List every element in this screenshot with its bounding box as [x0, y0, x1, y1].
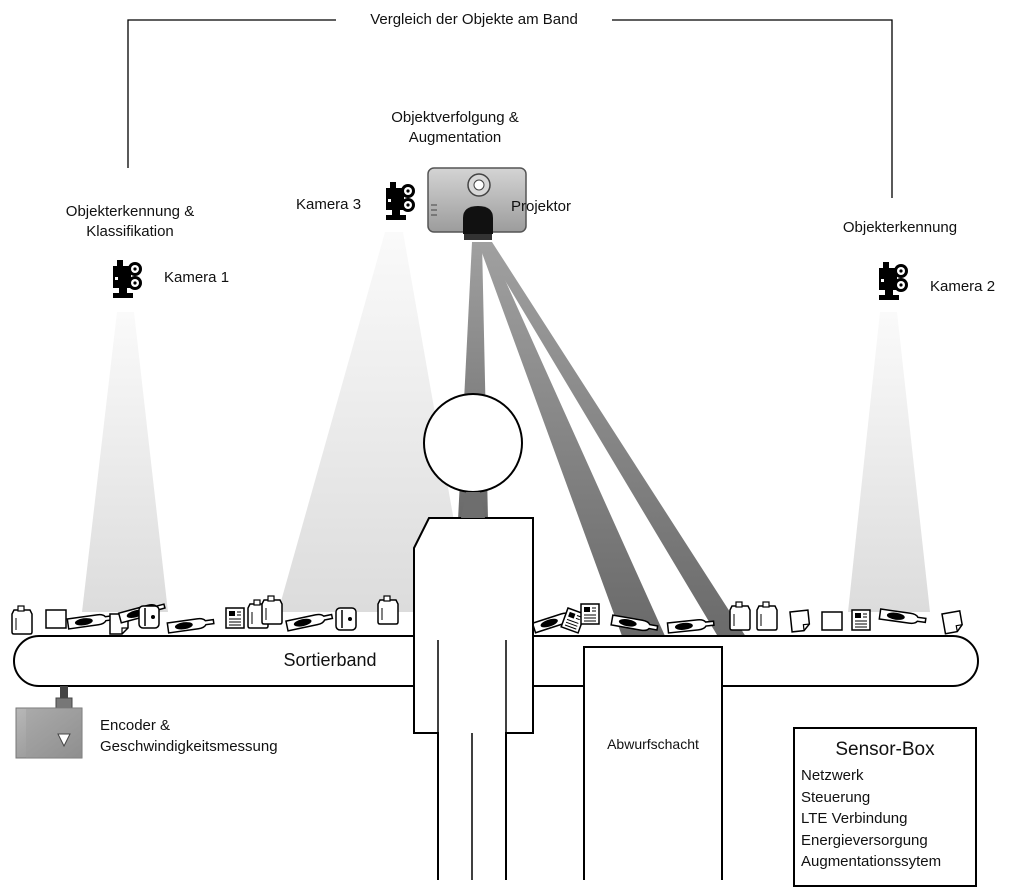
- projector-beam-on-worker: [461, 492, 485, 518]
- sensor-item-augmentation: Augmentationssytem: [801, 853, 942, 870]
- tracking-label-line1: Objektverfolgung &: [391, 109, 519, 126]
- projector-beam-chute: [478, 242, 665, 636]
- camera-3-icon: [386, 182, 415, 220]
- comparison-bracket: [127, 19, 893, 198]
- camera-1-label: Kamera 1: [164, 269, 230, 286]
- belt-label: Sortierband: [283, 650, 377, 670]
- sensor-box: Sensor-Box Netzwerk Steuerung LTE Verbin…: [793, 727, 977, 887]
- encoder-label-line1: Encoder &: [100, 717, 171, 734]
- camera-3-label: Kamera 3: [296, 196, 362, 213]
- camera-2-label: Kamera 2: [930, 278, 996, 295]
- discharge-chute: [583, 646, 723, 887]
- classification-label-line2: Klassifikation: [86, 223, 174, 240]
- camera-2-icon: [879, 262, 908, 300]
- projector-beam-object: [482, 242, 748, 640]
- classification-label-line1: Objekterkennung &: [65, 203, 195, 220]
- sensor-item-power: Energieversorgung: [801, 831, 928, 849]
- projector-icon: [427, 167, 527, 240]
- sensor-item-lte: LTE Verbindung: [801, 810, 908, 827]
- comparison-label: Vergleich der Objekte am Band: [336, 10, 612, 29]
- camera-2-beam: [848, 312, 930, 612]
- sensor-box-title: Sensor-Box: [835, 739, 935, 760]
- encoder-icon: [15, 686, 83, 759]
- camera-1-beam: [82, 312, 168, 612]
- camera-3-beam: [278, 232, 470, 612]
- encoder-label-line2: Geschwindigkeitsmessung: [100, 738, 278, 755]
- projector-label: Projektor: [511, 198, 572, 215]
- sensor-item-control: Steuerung: [801, 788, 871, 806]
- chute-label: Abwurfschacht: [607, 736, 699, 752]
- camera-1-icon: [113, 260, 142, 298]
- tracking-label-line2: Augmentation: [408, 129, 502, 146]
- sensor-item-network: Netzwerk: [801, 767, 864, 784]
- recognition-label: Objekterkennung: [842, 219, 958, 236]
- person-figure: [413, 393, 534, 887]
